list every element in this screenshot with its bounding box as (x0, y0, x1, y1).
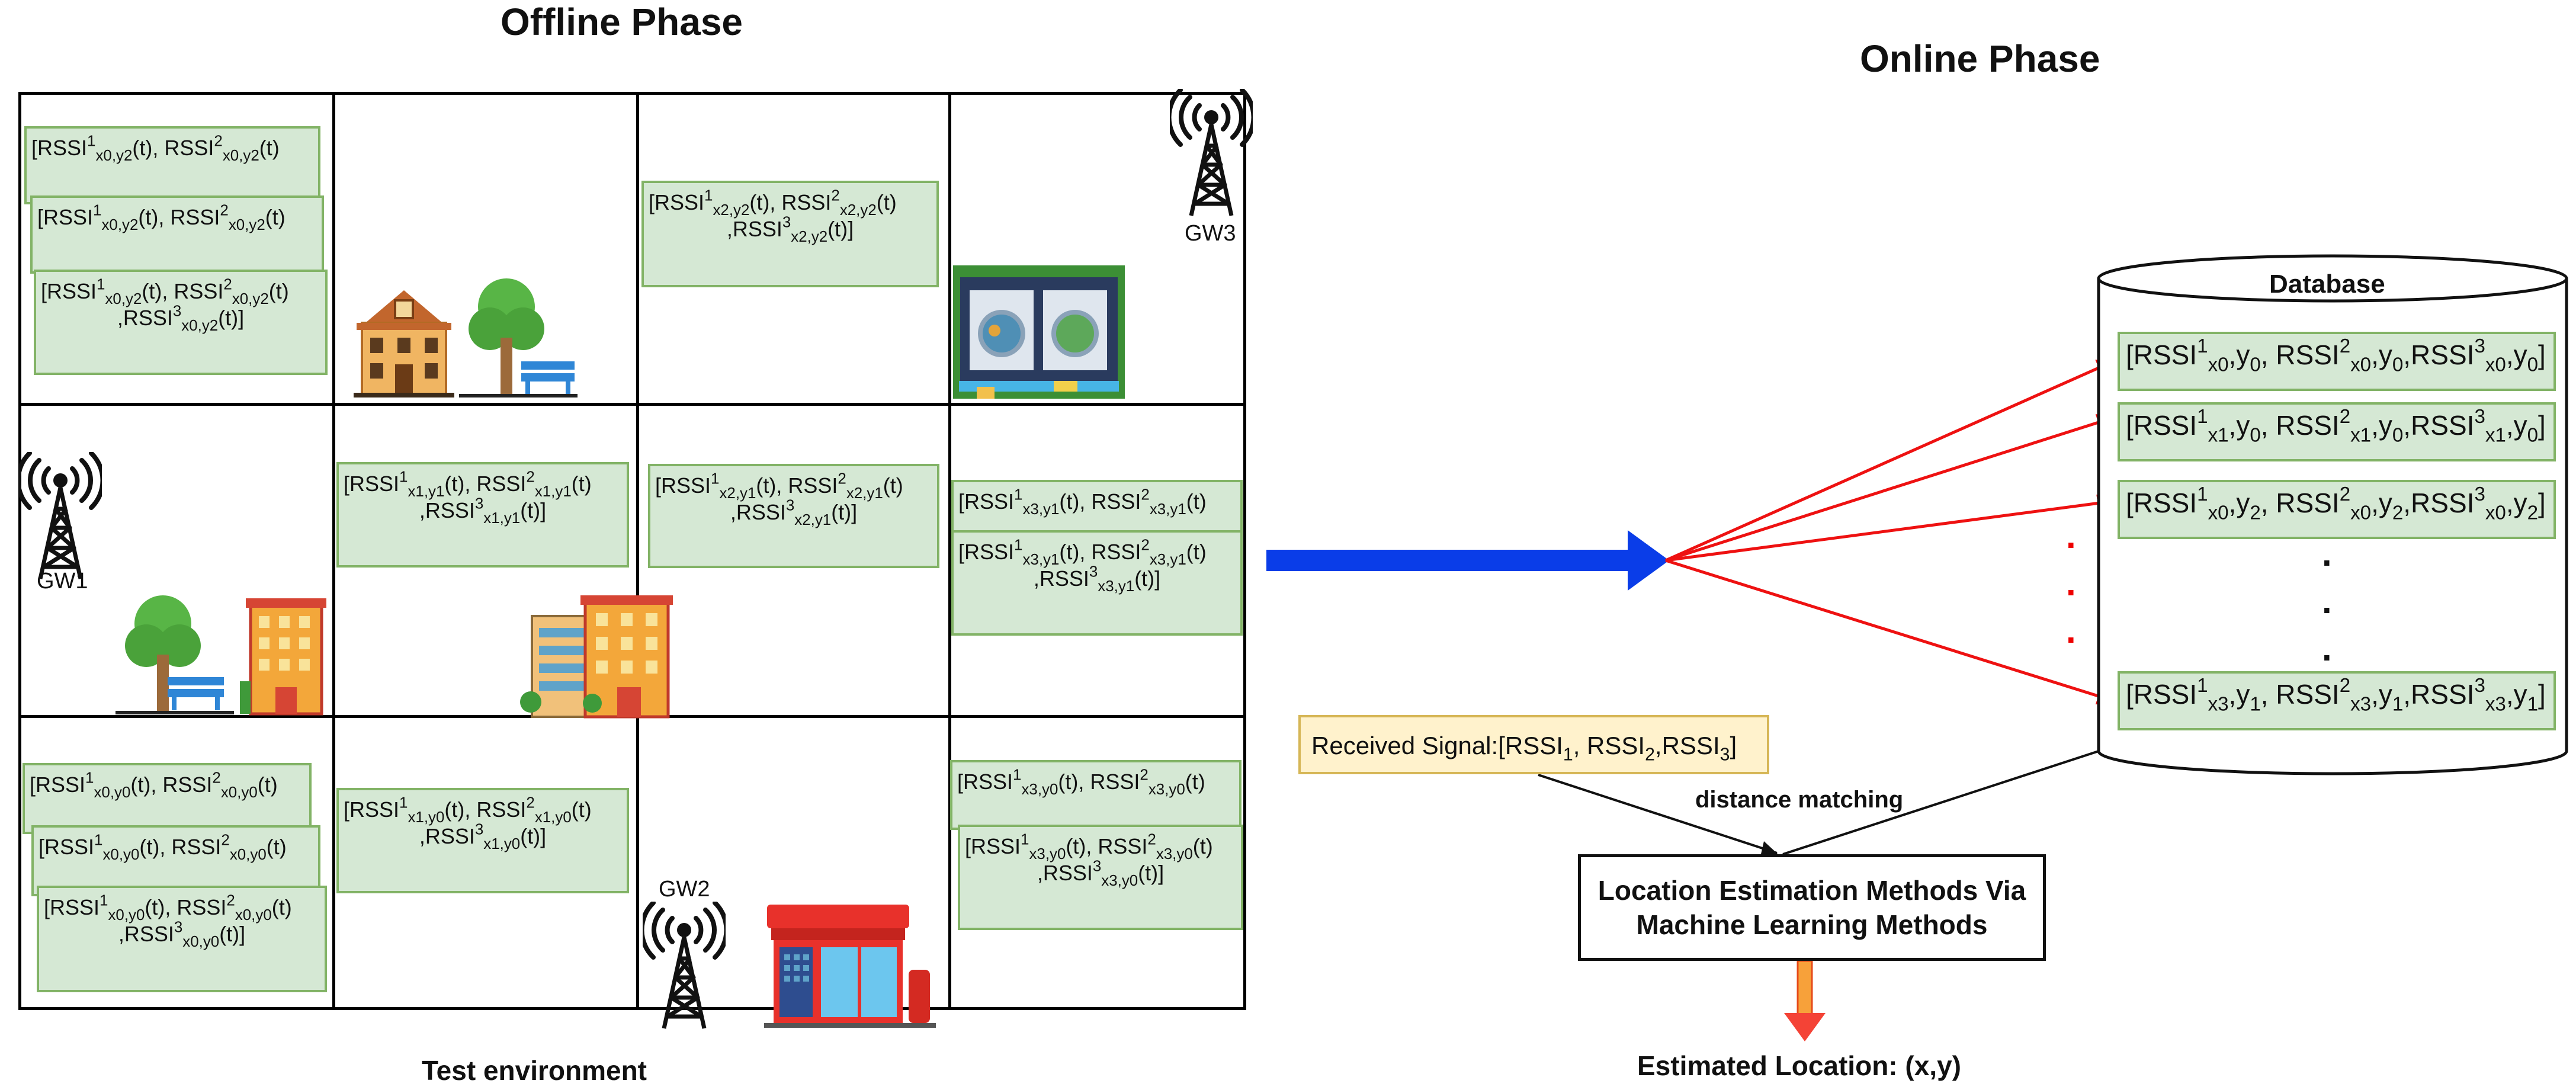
db-to-method-arrow (1782, 750, 2099, 855)
db-ellipsis-3: . (2322, 629, 2332, 668)
laundry-shop-icon (953, 265, 1125, 399)
db-entry-x1-y0: [RSSI1x1,y0, RSSI2x1,y0,RSSI3x1,y0] (2118, 402, 2556, 461)
db-ellipsis-1: . (2322, 534, 2332, 573)
red-arrow-2 (1665, 413, 2115, 562)
grid-vline-2 (636, 95, 639, 1007)
tree-bench-icon-1 (459, 278, 578, 397)
apartment-building-icon-1 (240, 598, 326, 716)
gw2-label: GW2 (659, 877, 710, 902)
gw1-label: GW1 (37, 569, 88, 594)
gw3-label: GW3 (1185, 221, 1236, 246)
database-label: Database (2269, 270, 2385, 299)
gw2-tower-icon (643, 902, 726, 1029)
city-buildings-icon (520, 595, 673, 719)
rssi-box-x2-y2: [RSSI1x2,y2(t), RSSI2x2,y2(t) ,RSSI3x2,y… (641, 181, 939, 287)
gw3-tower-icon (1170, 89, 1253, 216)
shop-store-icon (764, 905, 936, 1028)
red-arrow-1 (1664, 360, 2115, 562)
offline-phase-title: Offline Phase (501, 1, 743, 43)
school-building-icon (354, 290, 454, 397)
test-environment-caption: Test environment (422, 1055, 647, 1086)
rssi-box-x3-y0-b: [RSSI1x3,y0(t), RSSI2x3,y0(t) ,RSSI3x3,y… (958, 825, 1243, 930)
rssi-box-x3-y1-b: [RSSI1x3,y1(t), RSSI2x3,y1(t) ,RSSI3x3,y… (951, 530, 1243, 636)
received-signal-label: Received Signal: (1311, 732, 1499, 759)
red-arrow-3 (1665, 494, 2115, 562)
rssi-box-x0-y2-c: [RSSI1x0,y2(t), RSSI2x0,y2(t) ,RSSI3x0,y… (34, 270, 328, 375)
estimated-location-label: Estimated Location: (x,y) (1637, 1050, 1961, 1081)
rssi-box-x1-y1: [RSSI1x1,y1(t), RSSI2x1,y1(t) ,RSSI3x1,y… (336, 462, 629, 568)
grid-vline-1 (332, 95, 335, 1007)
rssi-box-x0-y0-c: [RSSI1x0,y0(t), RSSI2x0,y0(t) ,RSSI3x0,y… (37, 886, 327, 992)
rssi-box-x0-y2-b: [RSSI1x0,y2(t), RSSI2x0,y2(t) (30, 195, 324, 274)
distance-matching-label: distance matching (1695, 787, 1904, 813)
red-ellipsis-3: . (2066, 611, 2076, 650)
received-signal-values: [RSSI1, RSSI2,RSSI3] (1498, 732, 1737, 765)
output-down-arrow (1784, 960, 1826, 1041)
db-ellipsis-2: . (2322, 581, 2332, 621)
rssi-box-x2-y1: [RSSI1x2,y1(t), RSSI2x2,y1(t) ,RSSI3x2,y… (648, 464, 939, 568)
tree-bench-icon-2 (116, 595, 234, 714)
signal-to-method-arrow (1538, 774, 1778, 854)
rssi-box-x0-y0-a: [RSSI1x0,y0(t), RSSI2x0,y0(t) (23, 763, 312, 834)
rssi-box-x1-y0: [RSSI1x1,y0(t), RSSI2x1,y0(t) ,RSSI3x1,y… (336, 788, 629, 893)
gw1-tower-icon (19, 452, 102, 579)
method-arrowhead (1760, 841, 1780, 857)
db-entry-x0-y2: [RSSI1x0,y2, RSSI2x0,y2,RSSI3x0,y2] (2118, 480, 2556, 539)
red-ellipsis-2: . (2066, 563, 2076, 603)
online-phase-title: Online Phase (1860, 37, 2100, 80)
method-line-1: Location Estimation Methods Via (1597, 875, 2026, 906)
db-entry-x3-y1: [RSSI1x3,y1, RSSI2x3,y1,RSSI3x3,y1] (2118, 671, 2556, 730)
rssi-box-x0-y0-b: [RSSI1x0,y0(t), RSSI2x0,y0(t) (31, 825, 320, 896)
grid-hline-1 (21, 403, 1243, 406)
rssi-box-x3-y0-a: [RSSI1x3,y0(t), RSSI2x3,y0(t) (950, 760, 1242, 830)
method-line-2: Machine Learning Methods (1636, 909, 1988, 940)
db-entry-x0-y0: [RSSI1x0,y0, RSSI2x0,y0,RSSI3x0,y0] (2118, 332, 2556, 391)
location-estimation-method-box: Location Estimation Methods Via Machine … (1578, 854, 2046, 961)
received-signal-box: Received Signal:[RSSI1, RSSI2,RSSI3] (1298, 715, 1769, 774)
grid-vline-3 (948, 95, 951, 1007)
blue-flow-arrow (1266, 530, 1669, 591)
red-arrow-4 (1665, 559, 2115, 705)
red-ellipsis-1: . (2066, 516, 2076, 556)
